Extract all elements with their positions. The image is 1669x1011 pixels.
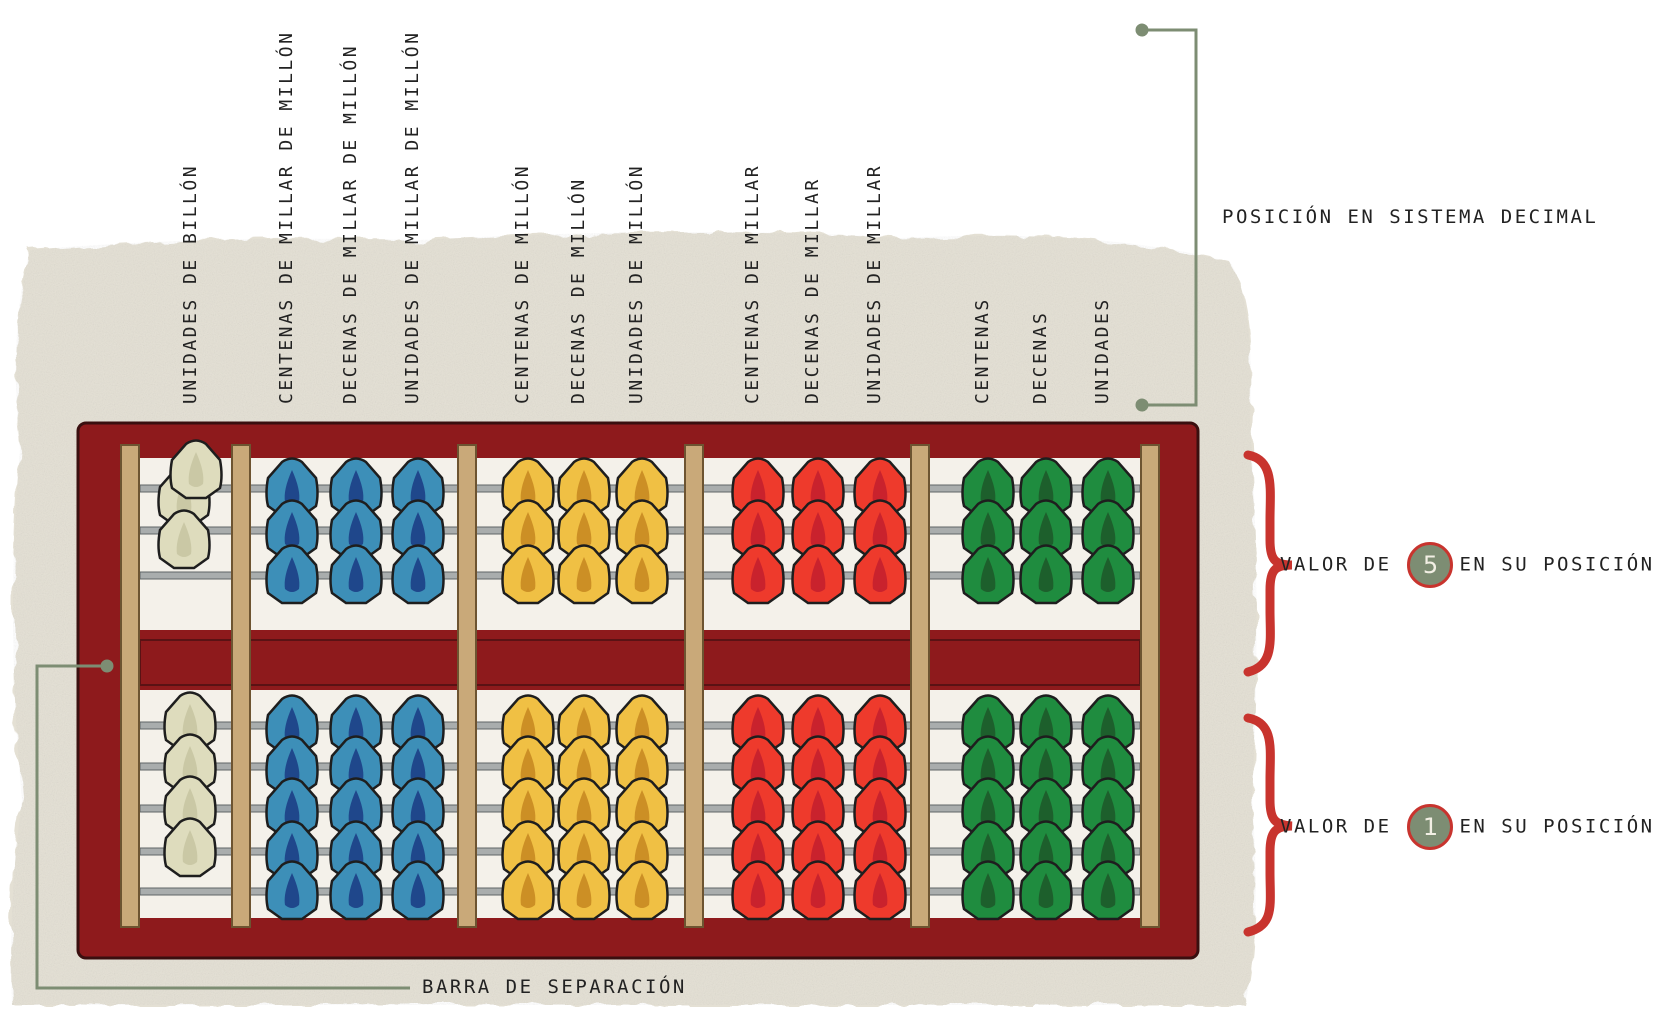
column-label: UNIDADES [1092, 297, 1113, 404]
column-label: DECENAS DE MILLAR [802, 177, 823, 404]
column-label: UNIDADES DE MILLAR DE MILLÓN [402, 31, 423, 404]
column-label: CENTENAS DE MILLAR [742, 164, 763, 404]
divider-post [232, 445, 250, 927]
separation-bar [140, 640, 1140, 685]
column-label: DECENAS DE MILLAR DE MILLÓN [340, 44, 361, 404]
divider-post [121, 445, 139, 927]
column-label: CENTENAS DE MILLÓN [512, 164, 533, 404]
value-one-suffix: EN SU POSICIÓN [1459, 816, 1654, 838]
column-label: UNIDADES DE MILLAR [864, 164, 885, 404]
position-label: POSICIÓN EN SISTEMA DECIMAL [1222, 206, 1598, 228]
column-label: CENTENAS [972, 297, 993, 404]
divider-post [1141, 445, 1159, 927]
value-five-prefix: VALOR DE [1280, 554, 1392, 576]
column-label: DECENAS DE MILLÓN [568, 177, 589, 404]
column-label: CENTENAS DE MILLAR DE MILLÓN [276, 31, 297, 404]
value-five-label: VALOR DE 5 EN SU POSICIÓN [1280, 542, 1655, 588]
divider-post [911, 445, 929, 927]
column-label: UNIDADES DE MILLÓN [626, 164, 647, 404]
column-label: DECENAS [1030, 311, 1051, 404]
number-one-badge: 1 [1407, 804, 1453, 850]
divider-post [685, 445, 703, 927]
value-one-prefix: VALOR DE [1280, 816, 1392, 838]
value-one-label: VALOR DE 1 EN SU POSICIÓN [1280, 804, 1655, 850]
separation-bar-label: BARRA DE SEPARACIÓN [422, 976, 687, 998]
divider-post [458, 445, 476, 927]
value-five-suffix: EN SU POSICIÓN [1459, 554, 1654, 576]
number-five-badge: 5 [1407, 542, 1453, 588]
column-label: UNIDADES DE BILLÓN [180, 164, 201, 404]
